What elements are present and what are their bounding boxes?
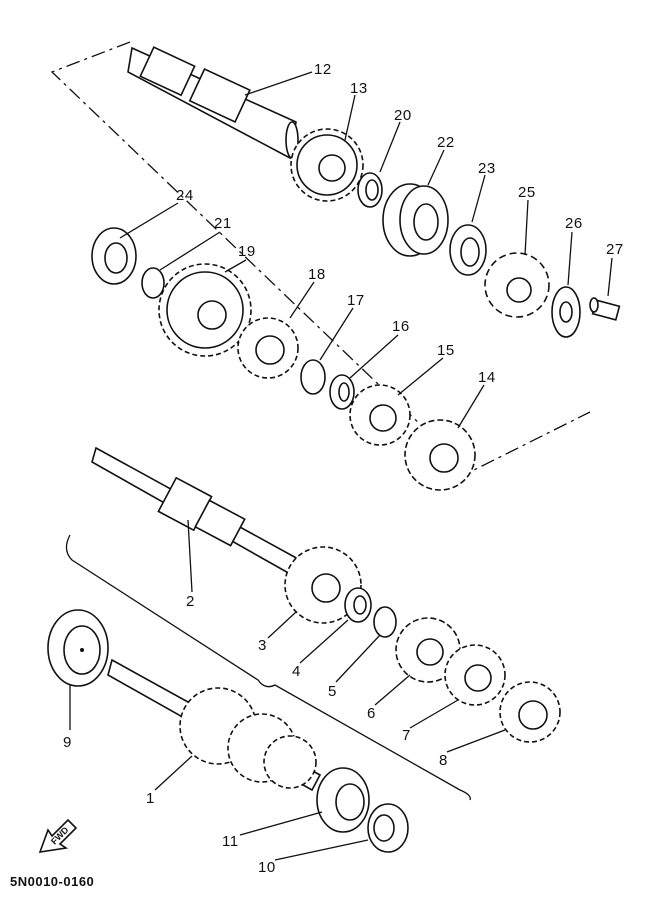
callout-11: 11 — [222, 833, 239, 850]
circlip-21 — [141, 267, 165, 299]
callout-27: 27 — [606, 241, 624, 258]
bearing-10 — [367, 803, 409, 853]
callout-2: 2 — [186, 593, 195, 610]
main-axle-12 — [127, 46, 299, 160]
drawing-code: 5N0010-0160 — [10, 874, 94, 889]
callout-6: 6 — [367, 705, 376, 722]
bolt-27 — [589, 297, 621, 321]
callout-8: 8 — [439, 752, 448, 769]
gear-3 — [284, 546, 362, 624]
callout-labels: 12 13 20 22 23 25 26 27 24 21 19 18 17 1… — [63, 61, 624, 876]
callout-1: 1 — [146, 790, 155, 807]
circlip-5 — [373, 606, 397, 638]
gear-15 — [349, 384, 411, 446]
callout-22: 22 — [437, 134, 455, 151]
bearing-24 — [91, 227, 137, 285]
gear-8 — [499, 681, 561, 743]
gear-18 — [237, 317, 299, 379]
group-bracket — [65, 534, 471, 801]
callout-7: 7 — [402, 727, 411, 744]
callout-25: 25 — [518, 184, 536, 201]
callout-16: 16 — [392, 318, 410, 335]
lock-washer-26 — [551, 286, 581, 338]
callout-26: 26 — [565, 215, 583, 232]
callout-5: 5 — [328, 683, 337, 700]
circlip-17 — [300, 359, 326, 395]
bearing-9 — [47, 609, 109, 687]
sprocket-25 — [484, 252, 550, 318]
callout-23: 23 — [478, 160, 496, 177]
gear-7 — [444, 644, 506, 706]
gear-14 — [404, 419, 476, 491]
callout-10: 10 — [258, 859, 276, 876]
leader-lines — [69, 71, 613, 861]
callout-14: 14 — [478, 369, 496, 386]
assembly-frame-upper — [50, 41, 591, 473]
callout-20: 20 — [394, 107, 412, 124]
bearing-11 — [316, 767, 370, 833]
callout-12: 12 — [314, 61, 332, 78]
bearing-22 — [382, 183, 449, 257]
callout-17: 17 — [347, 292, 365, 309]
callout-13: 13 — [350, 80, 368, 97]
callout-15: 15 — [437, 342, 455, 359]
fwd-arrow-icon: FWD — [38, 818, 78, 853]
callout-9: 9 — [63, 734, 72, 751]
washer-4 — [344, 587, 372, 623]
gear-19 — [158, 263, 252, 357]
gear-6 — [395, 617, 461, 683]
gear-13 — [290, 128, 364, 202]
callout-18: 18 — [308, 266, 326, 283]
collar-23 — [449, 224, 487, 276]
callout-19: 19 — [238, 243, 256, 260]
washer-20 — [357, 172, 383, 208]
callout-24: 24 — [176, 187, 194, 204]
callout-21: 21 — [214, 215, 232, 232]
main-axle-1 — [107, 658, 322, 792]
drive-axle-2 — [91, 446, 302, 577]
callout-4: 4 — [292, 663, 301, 680]
callout-3: 3 — [258, 637, 267, 654]
washer-16 — [329, 374, 355, 410]
